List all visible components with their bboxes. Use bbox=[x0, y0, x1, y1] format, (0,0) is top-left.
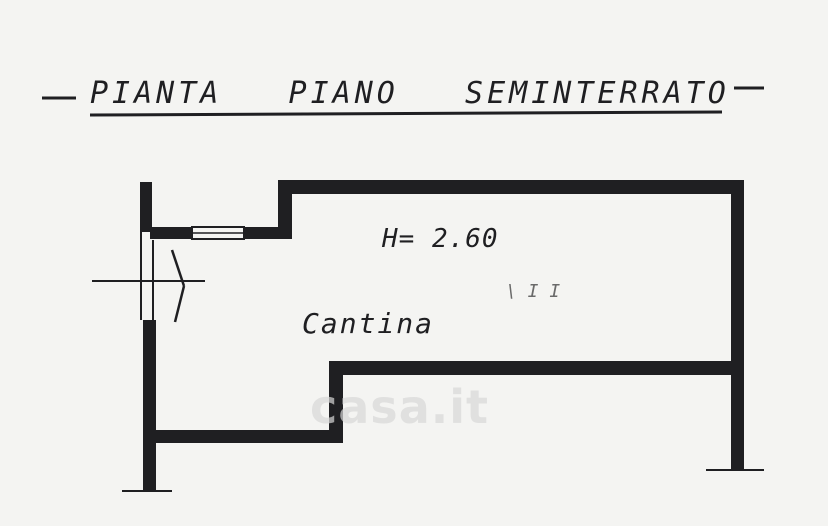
interior-wall-vertical bbox=[329, 361, 343, 443]
bottom-wall bbox=[150, 430, 342, 443]
interior-wall-horizontal bbox=[330, 361, 735, 375]
left-wall-upper bbox=[140, 182, 152, 232]
upper-wall-segment-left bbox=[150, 227, 192, 239]
plan-title: PIANTA PIANO SEMINTERRATO bbox=[90, 76, 730, 111]
top-wall bbox=[278, 180, 744, 194]
step-wall-vertical bbox=[278, 182, 292, 239]
entrance-arrow-lower-stroke bbox=[173, 285, 186, 323]
left-wall-lower bbox=[143, 320, 156, 492]
stray-pencil-mark: \ I I bbox=[506, 281, 561, 302]
right-wall bbox=[731, 180, 744, 470]
watermark: casa.it bbox=[310, 380, 489, 434]
title-underline bbox=[89, 110, 723, 117]
ceiling-height-label: H= 2.60 bbox=[382, 224, 499, 254]
room-label-cantina: Cantina bbox=[302, 307, 435, 340]
entrance-arrow-upper-stroke bbox=[170, 249, 186, 287]
